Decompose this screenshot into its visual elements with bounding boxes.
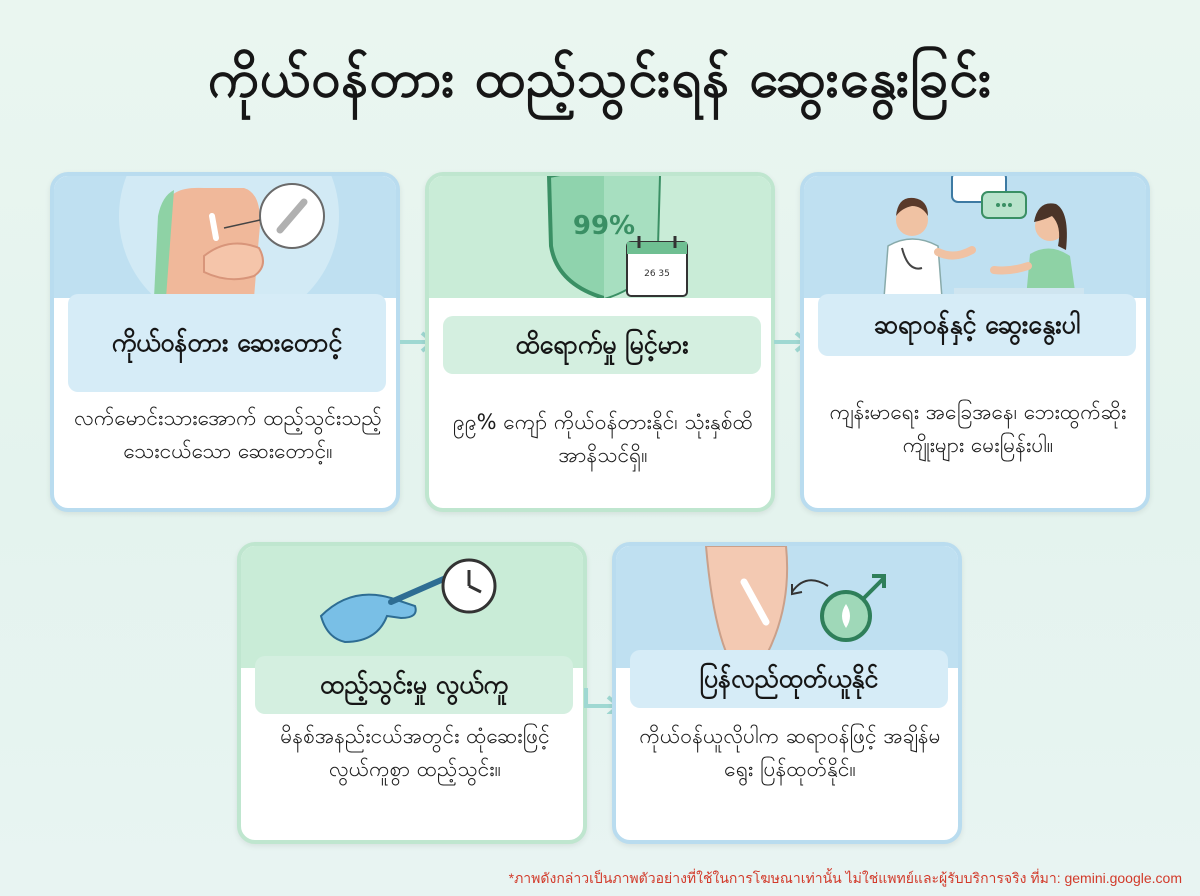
card-heading: ဆရာဝန်နှင့် ဆွေးနွေးပါ [818, 294, 1136, 356]
card-removable: ပြန်လည်ထုတ်ယူနိုင် ကိုယ်ဝန်ယူလိုပါက ဆရာဝ… [612, 542, 962, 844]
shield-calendar-illustration: 99% 26 35 [429, 176, 771, 298]
card-description: ကိုယ်ဝန်ယူလိုပါက ဆရာဝန်ဖြင့် အချိန်မရွေး… [639, 724, 941, 781]
card-description: ၉၉% ကျော် ကိုယ်ဝန်တားနိုင်၊ သုံးနှစ်ထိ အ… [453, 410, 753, 467]
page-title: ကိုယ်ဝန်တား ထည့်သွင်းရန် ဆွေးနွေးခြင်း [207, 49, 993, 109]
doctor-patient-illustration [804, 176, 1146, 298]
card-description: မိနစ်အနည်းငယ်အတွင်း ထုံဆေးဖြင့် လွယ်ကူစွ… [280, 724, 550, 781]
effectiveness-badge: 99% [573, 211, 635, 241]
card-heading: ထည့်သွင်းမှု လွယ်ကူ [255, 656, 573, 714]
card-heading: ကိုယ်ဝန်တား ဆေးတောင့် [68, 294, 386, 392]
arm-implant-illustration [54, 176, 396, 298]
calendar-text: 26 35 [644, 269, 670, 279]
disclaimer-footer: *ภาพดังกล่าวเป็นภาพตัวอย่างที่ใช้ในการโฆ… [508, 870, 1182, 886]
card-heading: ထိရောက်မှု မြင့်မား [443, 316, 761, 374]
card-consult-doctor: ဆရာဝန်နှင့် ဆွေးနွေးပါ ကျန်းမာရေး အခြေအန… [800, 172, 1150, 512]
arm-removal-fertility-illustration [616, 546, 958, 668]
card-description: ကျန်းမာရေး အခြေအနေ၊ ဘေးထွက်ဆိုးကျိုးများ… [829, 400, 1127, 457]
card-description: လက်မောင်းသားအောက် ထည့်သွင်းသည့် သေးငယ်သေ… [74, 406, 382, 463]
card-heading: ပြန်လည်ထုတ်ယူနိုင် [630, 650, 948, 708]
card-implant: ကိုယ်ဝန်တား ဆေးတောင့် လက်မောင်းသားအောက် … [50, 172, 400, 512]
gloved-hand-syringe-clock-illustration [241, 546, 583, 668]
card-effectiveness: 99% 26 35 ထိရောက်မှု မြင့်မား ၉၉% ကျော် … [425, 172, 775, 512]
card-easy-insertion: ထည့်သွင်းမှု လွယ်ကူ မိနစ်အနည်းငယ်အတွင်း … [237, 542, 587, 844]
